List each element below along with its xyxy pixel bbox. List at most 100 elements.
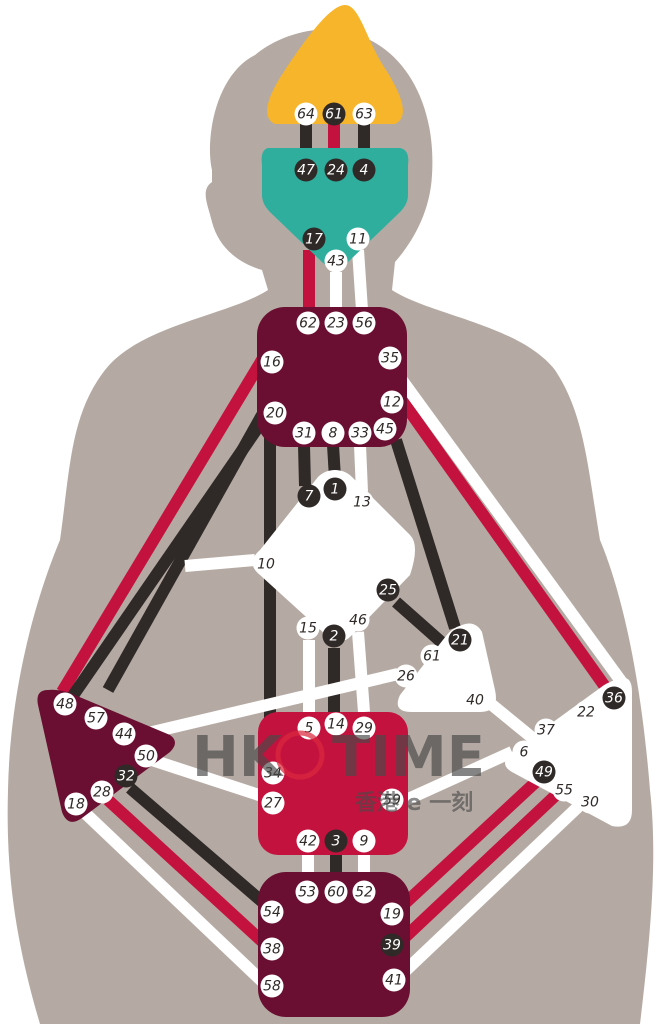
- gate-34-marker: [261, 761, 285, 785]
- gate-57-label: 57: [87, 711, 105, 727]
- gate-48-marker: [53, 692, 77, 716]
- gate-34-label: 34: [264, 766, 282, 782]
- gate-53-label: 53: [298, 885, 316, 901]
- gate-24-label: 24: [327, 163, 345, 179]
- gate-10-marker: [254, 552, 278, 576]
- gate-11: 11: [346, 227, 370, 251]
- head-center: [267, 5, 403, 124]
- gate-57-marker: [84, 706, 108, 730]
- gate-22-label: 22: [577, 705, 595, 721]
- watermark: HK TIME 香港 e 一刻: [192, 725, 485, 816]
- gate-16: 16: [260, 350, 284, 374]
- gate-21: 21: [448, 628, 472, 652]
- gate-61-marker: [322, 102, 346, 126]
- gate-10-label: 10: [257, 557, 275, 573]
- gate-53: 53: [295, 880, 319, 904]
- channel-45-21: [390, 438, 461, 630]
- gate-1: 1: [323, 477, 347, 501]
- gate-23-label: 23: [327, 316, 345, 332]
- gate-49-marker: [532, 760, 556, 784]
- gate-26-marker: [394, 664, 418, 688]
- channel-31-7: [298, 444, 311, 487]
- gate-35: 35: [378, 346, 402, 370]
- gate-3-marker: [324, 829, 348, 853]
- gate-63-marker: [352, 102, 376, 126]
- gate-43: 43: [324, 249, 348, 273]
- gate-49: 49: [532, 760, 556, 784]
- gate-17: 17: [302, 227, 326, 251]
- gate-34: 34: [261, 761, 285, 785]
- gate-33: 33: [348, 421, 372, 445]
- gate-6: 6: [512, 740, 536, 764]
- gate-37-marker: [534, 718, 558, 742]
- watermark-subtitle: 香港 e 一刻: [355, 790, 473, 816]
- gate-1-label: 1: [331, 482, 340, 498]
- gate-30-marker: [578, 790, 602, 814]
- channels-layer: [56, 124, 631, 990]
- gate-29-label: 29: [355, 721, 373, 737]
- channel-20-10: [102, 412, 268, 693]
- gate-45-marker: [373, 417, 397, 441]
- channel-41-30: [395, 800, 585, 981]
- gate-3-label: 3: [332, 834, 341, 850]
- gate-25-label: 25: [379, 583, 397, 599]
- channel-19-49: [395, 775, 543, 913]
- g-center: [252, 470, 415, 642]
- gate-63: 63: [352, 102, 376, 126]
- channel-35-36: [391, 368, 631, 692]
- gate-54-marker: [260, 900, 284, 924]
- gate-19-marker: [380, 902, 404, 926]
- gate-6-label: 6: [520, 745, 529, 761]
- gate-15-label: 15: [299, 621, 317, 637]
- gate-35-label: 35: [381, 351, 399, 367]
- gate-32-label: 32: [117, 769, 135, 785]
- gate-58-marker: [260, 974, 284, 998]
- gate-46-label: 46: [349, 613, 367, 629]
- gate-49-label: 49: [535, 765, 553, 781]
- gate-1-marker: [323, 477, 347, 501]
- gate-59-marker: [380, 788, 404, 812]
- gate-36-marker: [602, 686, 626, 710]
- gate-19-label: 19: [383, 907, 401, 923]
- gate-13-marker: [350, 490, 374, 514]
- gate-11-label: 11: [349, 232, 367, 248]
- gate-61-label: 61: [423, 649, 441, 665]
- gate-24-marker: [324, 158, 348, 182]
- gate-28: 28: [90, 780, 114, 804]
- gate-24: 24: [324, 158, 348, 182]
- gate-48: 48: [53, 692, 77, 716]
- gate-38-label: 38: [263, 942, 281, 958]
- gate-61-label: 61: [325, 107, 343, 123]
- channel-32-54: [126, 783, 270, 910]
- gate-8-label: 8: [329, 426, 338, 442]
- gate-32: 32: [114, 764, 138, 788]
- gate-16-label: 16: [263, 355, 281, 371]
- gate-39-label: 39: [383, 938, 401, 954]
- gate-45-label: 45: [376, 422, 394, 438]
- gate-47: 47: [294, 158, 318, 182]
- gate-30: 30: [578, 790, 602, 814]
- channel-39-55: [395, 790, 561, 947]
- gate-52-label: 52: [355, 885, 373, 901]
- gate-26-label: 26: [397, 669, 415, 685]
- gate-40: 40: [463, 688, 487, 712]
- gate-58: 58: [260, 974, 284, 998]
- gate-29: 29: [352, 716, 376, 740]
- gate-12-label: 12: [383, 395, 401, 411]
- gate-42-marker: [296, 829, 320, 853]
- gate-17-label: 17: [305, 232, 323, 248]
- gate-20-label: 20: [266, 406, 284, 422]
- gate-31-label: 31: [295, 426, 313, 442]
- watermark-logo-icon: [275, 730, 325, 780]
- gate-6-marker: [512, 740, 536, 764]
- channel-59-6: [403, 746, 515, 806]
- watermark-time: TIME: [332, 725, 485, 790]
- gate-60: 60: [324, 880, 348, 904]
- gate-18: 18: [64, 792, 88, 816]
- channel-10-57: [184, 554, 256, 572]
- gate-18-label: 18: [67, 797, 85, 813]
- gate-64: 64: [294, 102, 318, 126]
- gate-52: 52: [352, 880, 376, 904]
- gate-54-label: 54: [263, 905, 281, 921]
